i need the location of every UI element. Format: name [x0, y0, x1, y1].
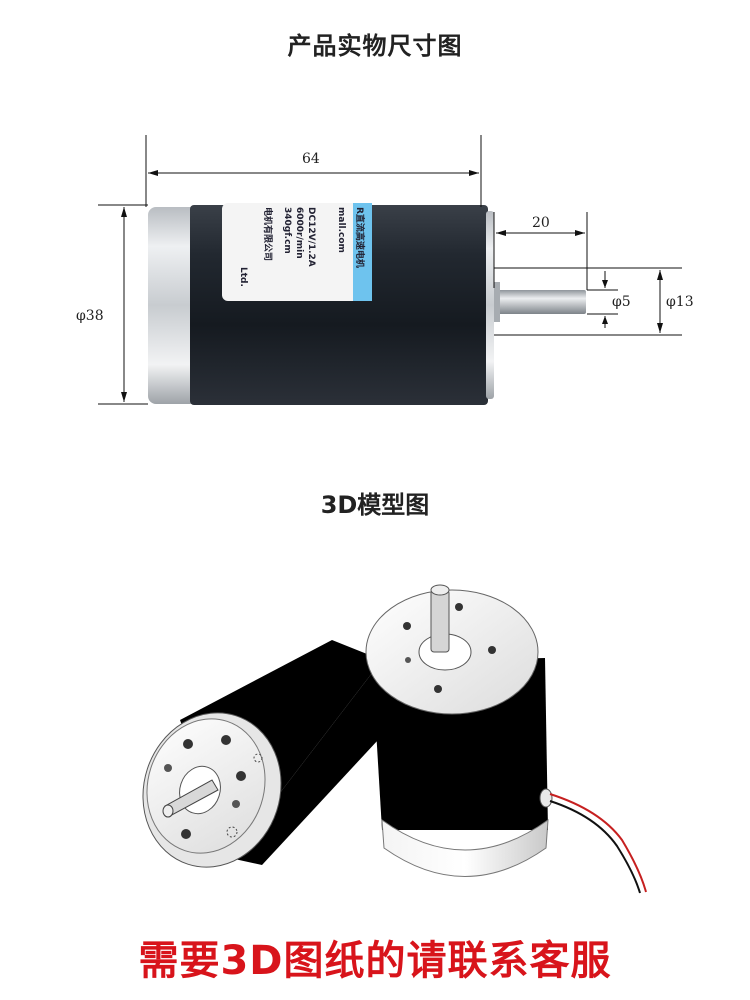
label-line2: mall.com	[336, 207, 346, 253]
dim-body-diameter-label: φ38	[76, 308, 104, 324]
dim-length-label: 64	[302, 151, 320, 167]
dim-boss-diameter-label: φ13	[666, 294, 694, 310]
motor-label-sticker: R直流高速电机 mall.com DC12V/1.2A 6000r/min 34…	[222, 203, 372, 301]
label-line3: DC12V/1.2A	[306, 207, 316, 267]
label-line6: 电机有限公司	[262, 207, 274, 261]
photo-section-title: 产品实物尺寸图	[287, 32, 463, 60]
label-line5: 340gf.cm	[282, 207, 292, 254]
model-motor-standing	[365, 584, 647, 894]
label-line4: 6000r/min	[294, 207, 304, 259]
model-section-title: 3D模型图	[320, 491, 430, 519]
shaft-boss	[494, 282, 500, 322]
dim-shaft-diameter-label: φ5	[612, 294, 631, 310]
dimension-lines	[98, 135, 682, 405]
motor-photo: R直流高速电机 mall.com DC12V/1.2A 6000r/min 34…	[148, 203, 586, 405]
output-shaft	[494, 290, 586, 314]
model-motor-lying	[142, 640, 388, 868]
rear-cap	[148, 207, 198, 404]
dimension-arrows	[121, 170, 663, 402]
motor-photo-dimension-drawing: R直流高速电机 mall.com DC12V/1.2A 6000r/min 34…	[76, 135, 694, 405]
dim-shaft-length-label: 20	[532, 215, 550, 231]
front-cap	[486, 211, 494, 399]
contact-for-3d-drawing-note: 需要3D图纸的请联系客服	[138, 938, 612, 984]
label-line7: Ltd.	[238, 267, 248, 287]
label-line1: R直流高速电机	[354, 207, 366, 268]
